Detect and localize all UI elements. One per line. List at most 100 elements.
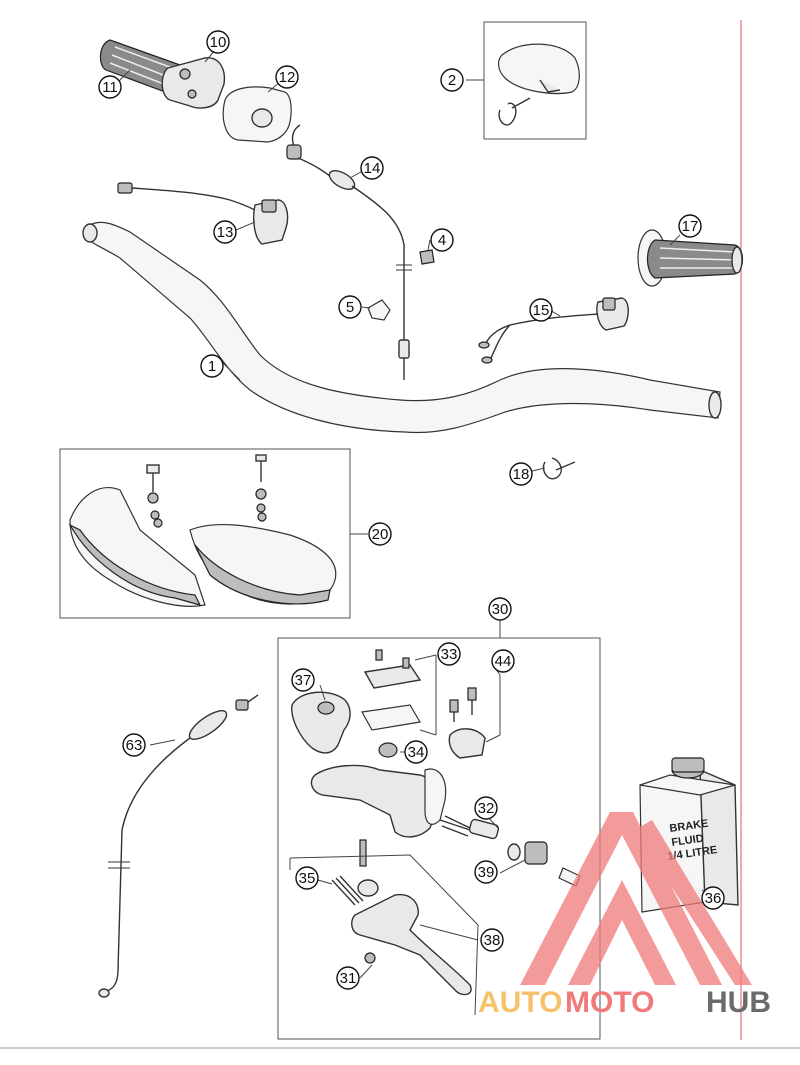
- callout-14: 14: [360, 156, 384, 180]
- callout-number: 11: [102, 79, 118, 96]
- watermark-text-moto: MOTO: [565, 986, 654, 1019]
- callout-circle: [295, 866, 319, 890]
- throttle-cover-part: [222, 86, 292, 143]
- callout-number: 1: [208, 358, 216, 375]
- callout-30: 30: [488, 597, 512, 621]
- callout-35: 35: [295, 866, 319, 890]
- callout-number: 13: [217, 224, 234, 241]
- callout-39: 39: [474, 860, 498, 884]
- right-grip-part: [637, 229, 744, 287]
- callout-10: 10: [206, 30, 230, 54]
- callout-circle: [491, 649, 515, 673]
- callout-31: 31: [336, 966, 360, 990]
- callout-circle: [338, 295, 362, 319]
- callout-circle: [291, 668, 315, 692]
- callout-circle: [480, 928, 504, 952]
- brake-fluid-line-2: FLUID: [671, 833, 705, 849]
- callout-circle: [200, 354, 224, 378]
- callout-number: 18: [513, 466, 530, 483]
- callout-number: 63: [126, 737, 143, 754]
- clutch-cable-part: [98, 694, 259, 998]
- callout-circle: [404, 740, 428, 764]
- left-switch-part: [117, 182, 289, 245]
- callout-circle: [678, 214, 702, 238]
- callout-circle: [488, 597, 512, 621]
- callout-number: 32: [478, 800, 495, 817]
- callout-number: 44: [495, 653, 512, 670]
- callout-circle: [430, 228, 454, 252]
- callout-circle: [529, 298, 553, 322]
- callout-number: 10: [210, 34, 227, 51]
- callout-circle: [275, 65, 299, 89]
- brake-fluid-line-1: BRAKE: [669, 818, 709, 835]
- callout-number: 33: [441, 646, 458, 663]
- callout-5: 5: [338, 295, 362, 319]
- callout-20: 20: [368, 522, 392, 546]
- callout-number: 14: [364, 160, 381, 177]
- brake-master-cylinder-kit-part: [277, 637, 601, 1040]
- right-switch-part: [478, 297, 629, 364]
- callout-number: 37: [295, 672, 312, 689]
- callout-number: 39: [478, 864, 495, 881]
- callout-1: 1: [200, 354, 224, 378]
- callout-number: 4: [438, 232, 446, 249]
- cable-cap-part: [419, 249, 435, 265]
- cable-clip-part: [367, 299, 391, 321]
- callout-number: 38: [484, 932, 501, 949]
- callout-32: 32: [474, 796, 498, 820]
- callout-number: 5: [346, 299, 354, 316]
- callout-17: 17: [678, 214, 702, 238]
- callout-13: 13: [213, 220, 237, 244]
- watermark-text-hub: HUB: [706, 986, 771, 1019]
- callout-number: 20: [372, 526, 389, 543]
- callout-circle: [474, 796, 498, 820]
- handlebar-part: [82, 221, 722, 434]
- callout-34: 34: [404, 740, 428, 764]
- callout-11: 11: [98, 75, 122, 99]
- callout-circle: [701, 886, 725, 910]
- watermark-logo: [520, 812, 752, 985]
- callout-circle: [360, 156, 384, 180]
- callout-33: 33: [437, 642, 461, 666]
- callout-circle: [206, 30, 230, 54]
- callout-circle: [98, 75, 122, 99]
- callout-number: 34: [408, 744, 425, 761]
- callout-63: 63: [122, 733, 146, 757]
- throttle-cable-part: [286, 124, 412, 380]
- callout-2: 2: [440, 68, 464, 92]
- kill-switch-cover-part: [483, 21, 587, 140]
- callout-44: 44: [491, 649, 515, 673]
- callout-number: 2: [448, 72, 456, 89]
- left-grip-throttle-part: [99, 39, 226, 109]
- callout-15: 15: [529, 298, 553, 322]
- callout-circle: [474, 860, 498, 884]
- watermark-triangle-icon: [520, 812, 722, 985]
- callout-38: 38: [480, 928, 504, 952]
- callout-circle: [368, 522, 392, 546]
- callout-circle: [440, 68, 464, 92]
- callout-circle: [509, 462, 533, 486]
- callout-circle: [437, 642, 461, 666]
- callout-number: 35: [299, 870, 316, 887]
- callout-number: 15: [533, 302, 550, 319]
- handguard-kit-part: [59, 448, 351, 619]
- callout-number: 36: [705, 890, 722, 907]
- callout-37: 37: [291, 668, 315, 692]
- callout-number: 12: [279, 69, 296, 86]
- callout-number: 31: [340, 970, 357, 987]
- callout-circle: [213, 220, 237, 244]
- callout-12: 12: [275, 65, 299, 89]
- callout-circle: [336, 966, 360, 990]
- callout-circle: [122, 733, 146, 757]
- cable-tie-part: [542, 457, 576, 480]
- callout-18: 18: [509, 462, 533, 486]
- leader-lines: [117, 49, 711, 979]
- brake-fluid-can-part: BRAKE FLUID 1/4 LITRE: [639, 757, 739, 913]
- callout-4: 4: [430, 228, 454, 252]
- watermark-text-auto: AUTO: [478, 986, 562, 1019]
- callout-36: 36: [701, 886, 725, 910]
- callout-number: 17: [682, 218, 699, 235]
- callout-number: 30: [492, 601, 509, 618]
- callout-layer: 1245101112131415171820303132333435363738…: [98, 30, 725, 990]
